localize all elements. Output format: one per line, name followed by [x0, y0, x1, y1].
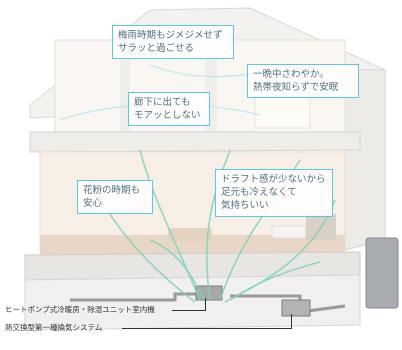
ventilation-unit-box [281, 299, 311, 317]
label-ventilation-system: 熱交換型第一種換気システム [5, 323, 103, 332]
callout-overnight: 一晩中さわやか。 熱帯夜知らずで安眠 [247, 64, 359, 98]
callout-hallway: 廊下に出ても モアッとしない [128, 92, 210, 126]
table [271, 225, 307, 239]
leader-line-ventilation-vertical [291, 314, 292, 329]
upper-partition-left [120, 50, 130, 135]
callout-draft: ドラフト感が少ないから 足元も冷えなくて 気持ちいい [215, 169, 333, 217]
duct-left [70, 292, 200, 302]
label-heat-pump-unit: ヒートポンプ式冷暖房・除湿ユニット室内機 [5, 305, 155, 314]
sofa [168, 228, 212, 242]
leader-line-heat-pump-vertical [205, 298, 206, 311]
outdoor-unit [365, 237, 399, 309]
underfloor-space [24, 274, 361, 331]
upper-floor-slab [29, 131, 361, 153]
leader-line-heat-pump [172, 310, 206, 311]
callout-rainy-season: 梅雨時期もジメジメせず サラッと過ごせる [112, 25, 234, 59]
leader-line-ventilation [122, 328, 292, 329]
callout-pollen: 花粉の時期も 安心 [77, 180, 153, 214]
